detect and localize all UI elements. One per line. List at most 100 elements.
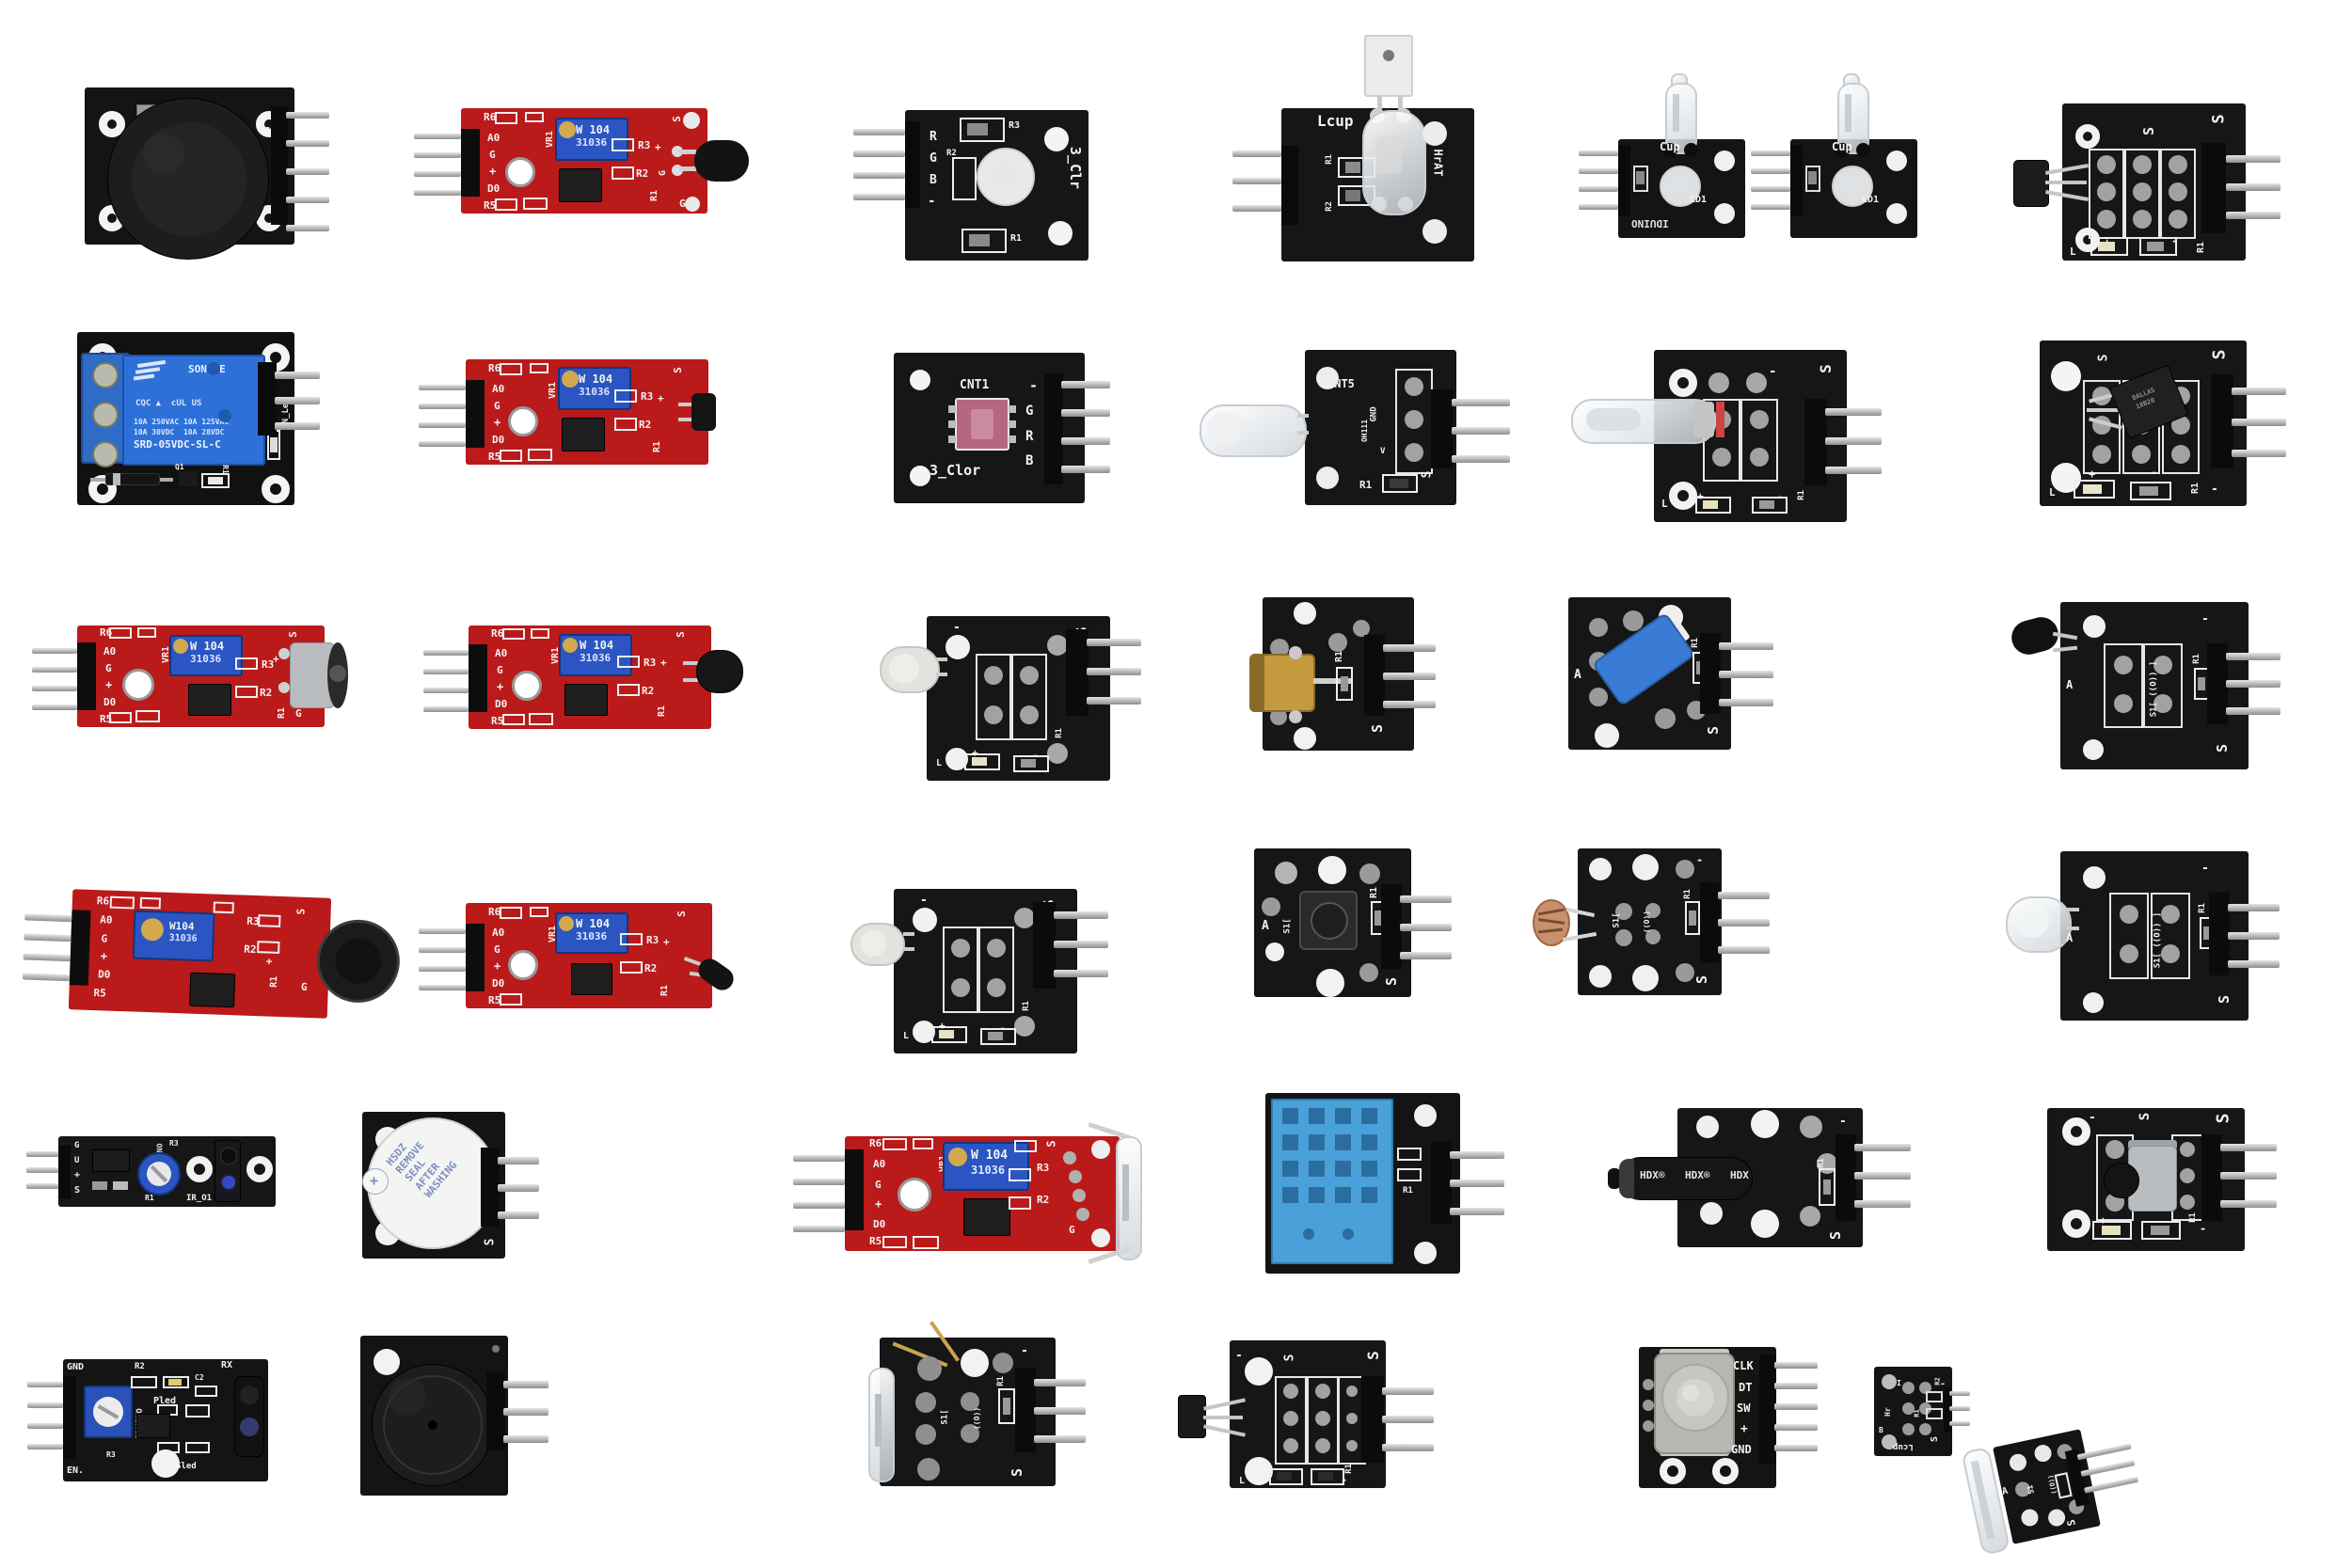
solder-pad [1750,448,1769,467]
silkscreen-label: R5 [93,987,106,1000]
pcb-part [201,473,230,488]
silkscreen-label: R1 [660,984,671,997]
header-pin [423,688,469,693]
pcb-part [1845,94,1851,132]
header-pin [498,1157,539,1164]
header-pin [1232,150,1281,157]
silkscreen-label: W 104 [576,123,611,136]
silkscreen-label: S [286,631,299,638]
silkscreen-label: + [875,1197,882,1211]
pcb-part [980,1028,1016,1045]
pad [1270,639,1289,657]
pcb-part [1066,629,1089,716]
header-pin [1450,1208,1504,1215]
pcb-part [1009,405,1016,413]
silkscreen-label: A [1574,668,1581,682]
header-pin [1054,970,1108,977]
pcb-part [1033,902,1056,989]
header-pin [1719,642,1773,650]
header-pin [2232,419,2286,426]
pcb-part [69,910,91,986]
reed-switch [868,1368,895,1482]
header-pin [1452,427,1510,435]
silkscreen-label: W 104 [971,1148,1009,1163]
pcb-part [1805,166,1820,192]
silkscreen-label: S [1816,364,1835,373]
solder-pad [2169,154,2187,174]
pcb-part [2128,1140,2177,1149]
header-pin [286,197,329,203]
silkscreen-label: R1 [268,975,280,988]
pad [1414,1242,1437,1264]
pcb-part [113,1181,128,1190]
silkscreen-label: S [2216,994,2233,1005]
pad [1294,602,1316,625]
pad [278,682,290,693]
silkscreen-label: A [2066,678,2074,691]
pad [389,1378,426,1416]
header-pin [2226,680,2280,688]
silkscreen-label: L [903,1031,910,1041]
pcb-part [620,961,643,974]
pcb-part [2066,908,2079,911]
tilt-switch-bulb [1665,83,1697,154]
pcb-part [1009,436,1016,443]
pcb-part [1689,911,1696,926]
pcb-part [2074,480,2115,499]
mount-hole [2062,1210,2090,1238]
pcb-part [678,403,693,406]
pcb-part [2139,486,2158,496]
pad-group [1740,399,1778,482]
header-pin [414,171,461,177]
pcb-part [1804,399,1827,485]
solder-pad [951,939,970,958]
pcb-part [1700,882,1720,963]
pad [1047,635,1068,656]
silkscreen-label: S [670,116,683,122]
silkscreen-label: A0 [487,132,501,144]
pad [1714,203,1735,224]
silkscreen-label: Q1 [175,463,184,471]
pcb-part [612,138,634,151]
pad [1048,221,1073,245]
pcb-part [163,1376,189,1388]
silkscreen-label: - [920,894,928,908]
silkscreen-label: R3 [106,1450,116,1459]
pcb-part [1375,911,1382,926]
pcb-part [1823,1180,1831,1195]
pad [122,669,154,701]
header-pin [503,1381,548,1388]
silkscreen-label: R1 [657,705,668,718]
pad [1343,1228,1354,1240]
silkscreen-label: G [494,400,501,412]
pcb-part [1619,1159,1634,1198]
header-pin [275,422,320,430]
header-pin [2226,212,2280,219]
silkscreen-label: W104 [168,919,195,933]
solder-pad [1750,410,1769,429]
pcb-part [612,166,634,180]
header-pin [22,973,71,982]
silkscreen-label: IDUINO [1631,217,1669,230]
solder-pad [987,939,1006,958]
pad-group [2151,893,2190,979]
solder-pad [1405,410,1423,429]
silkscreen-label: 3_Clr [1067,146,1085,190]
relay-body [122,355,265,466]
mount-hole [2075,124,2100,149]
silkscreen-label: R3 [1009,120,1021,131]
pad-group [2109,893,2149,979]
pcb-part [109,895,135,910]
pcb-part [531,628,549,639]
pad [1919,1423,1931,1435]
solder-pad [1315,1411,1330,1426]
pad [1882,1374,1897,1389]
silkscreen-label: G [497,664,503,676]
